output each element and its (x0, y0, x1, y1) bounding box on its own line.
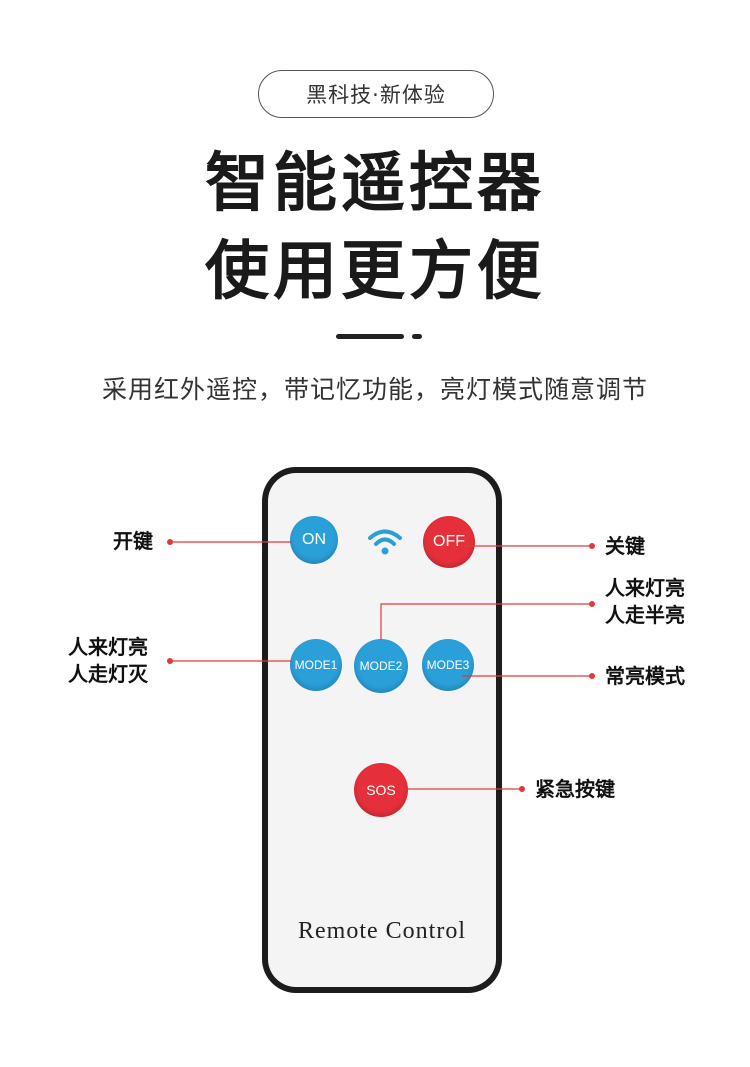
mode1-button[interactable]: MODE1 (290, 639, 342, 691)
wifi-signal-icon (365, 521, 405, 561)
mode3-annotation-dot (589, 673, 595, 679)
divider-bar (336, 334, 404, 339)
remote-face: ON OFF MODE1 MODE2 MODE3 SOS Remote Cont… (268, 473, 496, 987)
mode2-annotation-dot (589, 601, 595, 607)
headline-line-1: 智能遥控器 (205, 147, 545, 221)
sos-button[interactable]: SOS (354, 763, 408, 817)
off-button[interactable]: OFF (423, 516, 475, 568)
mode3-button[interactable]: MODE3 (422, 639, 474, 691)
headline-line-2: 使用更方便 (205, 235, 545, 309)
mode1-annotation-dot (167, 658, 173, 664)
off-annotation-dot (589, 543, 595, 549)
on-button[interactable]: ON (290, 516, 338, 564)
mode1-label-line-2: 人走灯灭 (68, 662, 148, 686)
mode1-label-line-1: 人来灯亮 (68, 635, 148, 659)
mode2-label-line-2: 人走半亮 (605, 603, 685, 627)
on-annotation-dot (167, 539, 173, 545)
sos-annotation-dot (519, 786, 525, 792)
mode2-label: 人来灯亮 人走半亮 (605, 575, 685, 629)
remote-control: ON OFF MODE1 MODE2 MODE3 SOS Remote Cont… (262, 467, 502, 993)
sos-label: 紧急按键 (535, 777, 615, 801)
on-key-label: 开键 (113, 529, 153, 553)
mode2-annotation-line (380, 603, 592, 640)
tagline-badge: 黑科技·新体验 (258, 70, 494, 118)
divider-dot (412, 334, 422, 339)
remote-label: Remote Control (298, 918, 466, 944)
feature-subtitle: 采用红外遥控，带记忆功能，亮灯模式随意调节 (101, 375, 648, 404)
mode1-label: 人来灯亮 人走灯灭 (68, 634, 148, 688)
mode2-button[interactable]: MODE2 (354, 639, 408, 693)
mode2-label-line-1: 人来灯亮 (605, 576, 685, 600)
off-key-label: 关键 (605, 534, 645, 558)
mode3-label: 常亮模式 (605, 664, 685, 688)
